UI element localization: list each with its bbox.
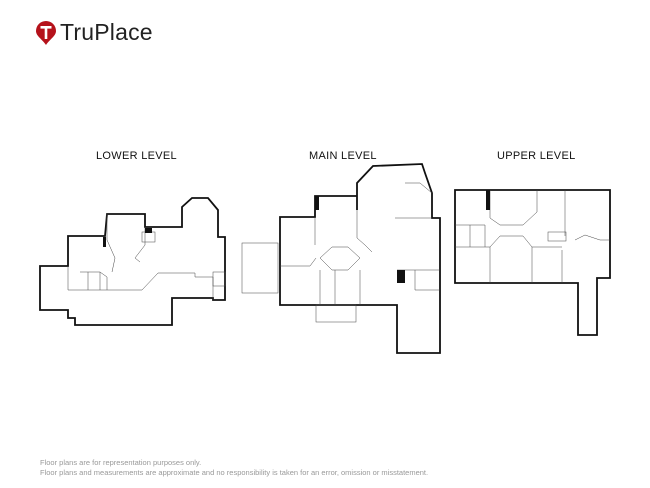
brand-name: TruPlace — [60, 19, 153, 45]
upper-level-plan — [454, 189, 611, 336]
main-level-title: MAIN LEVEL — [309, 150, 377, 162]
upper-level-title: UPPER LEVEL — [497, 150, 576, 162]
truplace-logo: TruPlace — [36, 19, 153, 46]
truplace-pin-icon — [36, 20, 56, 45]
main-level-plan — [241, 163, 441, 354]
disclaimer-line-2: Floor plans and measurements are approxi… — [40, 468, 429, 477]
lower-level-title: LOWER LEVEL — [96, 150, 177, 162]
lower-level-plan — [39, 197, 226, 326]
disclaimer-line-1: Floor plans are for representation purpo… — [40, 458, 202, 467]
